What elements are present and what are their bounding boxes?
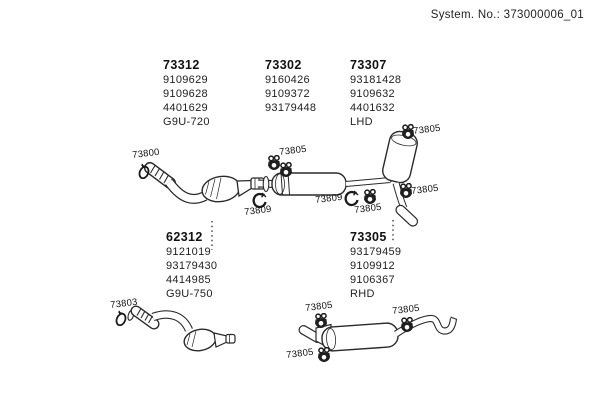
system-number: System. No.: 373000006_01 [430, 9, 584, 21]
oem-ref: 93179459 [350, 246, 402, 258]
oem-ref: 4414985 [166, 274, 211, 286]
part-group-title: 73305 [350, 230, 387, 244]
oem-ref: 9109912 [350, 260, 395, 272]
part-group-73307: 73307 93181428 9109632 4401632 LHD [350, 58, 401, 129]
pipe-clamp-icon [279, 162, 293, 178]
part-group-title: 62312 [166, 230, 203, 244]
part-group-73305: 73305 93179459 9109912 9106367 RHD [350, 230, 401, 301]
pipe-clamp-icon [400, 317, 414, 333]
pipe-clamp-icon [314, 313, 328, 329]
oem-ref: 9160426 [265, 74, 310, 86]
pipe-clamp-icon [267, 155, 281, 171]
front-pipe-art [144, 162, 265, 204]
pipe-clamp-icon [317, 347, 331, 363]
rear-silencer-rhd-art [298, 314, 458, 352]
oem-ref: 9109372 [265, 88, 310, 100]
engine-code: G9U-750 [166, 288, 213, 300]
drive-variant: RHD [350, 288, 375, 300]
center-silencer-art [257, 166, 391, 196]
part-group-title: 73307 [350, 58, 387, 72]
engine-code: G9U-720 [163, 116, 210, 128]
oem-ref: 9106367 [350, 274, 395, 286]
part-group-73312: 73312 9109629 9109628 4401629 G9U-720 [163, 58, 210, 129]
drive-variant: LHD [350, 116, 373, 128]
part-group-73302: 73302 9160426 9109372 93179448 [265, 58, 316, 115]
part-group-62312: 62312 9121019 93179430 4414985 G9U-750 [166, 230, 217, 301]
oem-ref: 9121019 [166, 246, 211, 258]
oem-ref: 93179430 [166, 260, 218, 272]
oem-ref: 4401629 [163, 102, 208, 114]
oem-ref: 9109628 [163, 88, 208, 100]
oem-ref: 9109632 [350, 88, 395, 100]
oem-ref: 4401632 [350, 102, 395, 114]
part-group-title: 73302 [265, 58, 302, 72]
c-clamp-icon [344, 190, 359, 207]
oem-ref: 93181428 [350, 74, 402, 86]
oem-ref: 9109629 [163, 74, 208, 86]
alt-front-pipe-art [127, 305, 236, 352]
rear-silencer-lhd-art [382, 130, 419, 227]
band-clamp-icon [113, 310, 129, 326]
part-group-title: 73312 [163, 58, 200, 72]
oem-ref: 93179448 [265, 102, 317, 114]
